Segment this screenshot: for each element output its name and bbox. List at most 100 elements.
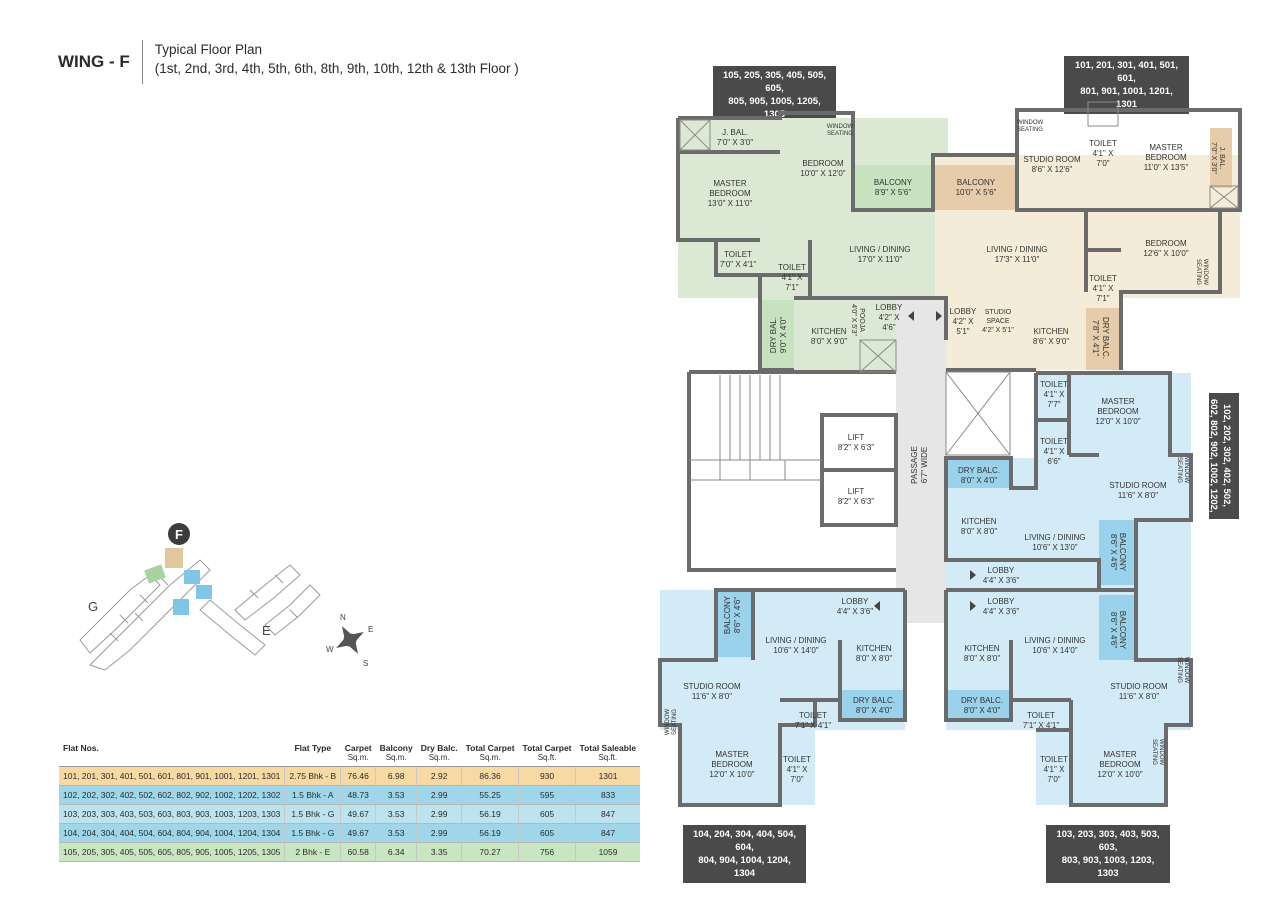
svg-text:7'1": 7'1" (1096, 294, 1109, 303)
svg-text:KITCHEN: KITCHEN (856, 644, 891, 653)
window-seating-label: SEATING (672, 709, 678, 735)
table-cell: 2.99 (416, 804, 462, 824)
svg-text:BALCONY: BALCONY (1118, 533, 1127, 572)
table-header-unit: Sq.m. (428, 753, 450, 762)
table-cell: 833 (575, 785, 641, 805)
svg-text:BALCONY: BALCONY (1118, 611, 1127, 650)
window-seating-label: SEATING (1017, 127, 1043, 133)
room-size: 4'4" X 3'6" (983, 576, 1019, 585)
key-plan-unit-blue-3 (173, 599, 189, 615)
svg-text:TOILET: TOILET (1089, 139, 1117, 148)
svg-text:SEATING: SEATING (672, 709, 678, 735)
svg-text:SEATING: SEATING (1151, 739, 1157, 765)
svg-text:7'0" X 4'1": 7'0" X 4'1" (720, 260, 756, 269)
window-seating-label: SEATING (1176, 457, 1182, 483)
svg-text:12'0" X 10'0": 12'0" X 10'0" (1097, 770, 1142, 779)
svg-text:J. BAL.: J. BAL. (722, 128, 748, 137)
svg-text:WINDOW: WINDOW (1158, 739, 1164, 766)
room-name: DRY BALC. (958, 466, 1000, 475)
room-size: 4'0" X 5'3" (850, 304, 857, 336)
svg-text:LIVING / DINING: LIVING / DINING (766, 636, 827, 645)
table-header-label: Balcony (379, 743, 413, 753)
room-name: J. BAL. (722, 128, 748, 137)
room-size: 8'6" X 12'6" (1032, 165, 1073, 174)
room-size: 7'0" X 4'1" (720, 260, 756, 269)
room-name: LOBBY (988, 566, 1015, 575)
room-name: TOILET (799, 711, 827, 720)
svg-text:10'0" X 12'0": 10'0" X 12'0" (800, 169, 845, 178)
window-seating-label: WINDOW (665, 709, 671, 736)
svg-text:4'1" X: 4'1" X (1093, 149, 1114, 158)
key-plan-wing-g (79, 559, 211, 671)
svg-text:KITCHEN: KITCHEN (811, 327, 846, 336)
svg-text:PASSAGE: PASSAGE (910, 446, 919, 484)
table-header-unit: Sq.m. (347, 753, 369, 762)
table-cell: 3.35 (416, 842, 462, 862)
table-cell: 1059 (575, 842, 641, 862)
svg-text:BEDROOM: BEDROOM (1145, 153, 1187, 162)
svg-text:WINDOW: WINDOW (1017, 120, 1044, 126)
svg-text:4'1" X: 4'1" X (782, 273, 803, 282)
compass-icon: N E S W (326, 613, 373, 668)
room-name: BALCONY (874, 178, 913, 187)
table-cell: 2.99 (416, 823, 462, 843)
table-cell: 3.53 (375, 823, 417, 843)
table-cell: 6.98 (375, 766, 417, 786)
room-size: 12'0" X 10'0" (1095, 417, 1140, 426)
unit-tag-bottom-left: 104, 204, 304, 404, 504, 604, 804, 904, … (683, 825, 806, 883)
svg-text:12'6" X 10'0": 12'6" X 10'0" (1143, 249, 1188, 258)
room-size: 8'0" X 9'0" (811, 337, 847, 346)
svg-text:10'6" X 14'0": 10'6" X 14'0" (773, 646, 818, 655)
key-plan-label-e: E (262, 623, 271, 638)
room-name: DRY BALC. (961, 696, 1003, 705)
svg-text:TOILET: TOILET (1089, 274, 1117, 283)
room-size: 10'0" X 12'0" (800, 169, 845, 178)
svg-text:7'0": 7'0" (1096, 159, 1109, 168)
room-size: 7'1" X 4'1" (795, 721, 831, 730)
room-size: 9'0" X 4'0" (779, 317, 788, 353)
svg-text:WINDOW: WINDOW (665, 709, 671, 736)
room-size: 12'0" X 10'0" (1097, 770, 1142, 779)
svg-text:8'6" X 4'6": 8'6" X 4'6" (1109, 612, 1118, 648)
room-name: LIVING / DINING (766, 636, 827, 645)
table-cell: 756 (518, 842, 576, 862)
room-name: BALCONY (957, 178, 996, 187)
svg-text:8'0" X 4'0": 8'0" X 4'0" (964, 706, 1000, 715)
svg-text:WINDOW: WINDOW (1183, 457, 1189, 484)
table-row: 102, 202, 302, 402, 502, 602, 802, 902, … (59, 785, 641, 805)
table-cell: 595 (518, 785, 576, 805)
key-plan-unit-blue-1 (184, 570, 200, 584)
svg-text:TOILET: TOILET (799, 711, 827, 720)
table-header: Flat Nos. (59, 739, 285, 767)
svg-text:11'6" X 8'0": 11'6" X 8'0" (1118, 491, 1158, 500)
svg-text:LIVING / DINING: LIVING / DINING (987, 245, 1048, 254)
svg-text:4'4" X 3'6": 4'4" X 3'6" (837, 607, 873, 616)
room-size: 4'6" (882, 323, 895, 332)
room-name: STUDIO ROOM (683, 682, 741, 691)
table-header-label: Total Carpet (465, 743, 515, 753)
room-size: 4'2" X (879, 313, 900, 322)
svg-text:DRY BALC.: DRY BALC. (1101, 317, 1110, 359)
page-header: WING - F Typical Floor Plan (1st, 2nd, 3… (58, 40, 519, 84)
table-cell: 3.53 (375, 785, 417, 805)
table-cell: 48.73 (340, 785, 376, 805)
unit-tag-right: 102, 202, 302, 402, 502, 602, 802, 902, … (1195, 393, 1239, 519)
room-size: 7'0" X 3'0" (1210, 142, 1217, 174)
room-size: 4'2" X (953, 317, 974, 326)
room-size: 11'6" X 8'0" (1118, 491, 1158, 500)
svg-text:4'2" X 5'1": 4'2" X 5'1" (982, 327, 1014, 334)
svg-text:7'0": 7'0" (1047, 775, 1060, 784)
svg-text:5'1": 5'1" (956, 327, 969, 336)
table-cell: 101, 201, 301, 401, 501, 601, 801, 901, … (59, 766, 285, 786)
table-cell: 60.58 (340, 842, 376, 862)
svg-text:8'9" X 5'6": 8'9" X 5'6" (875, 188, 911, 197)
room-name: LOBBY (842, 597, 869, 606)
svg-text:LIFT: LIFT (848, 433, 865, 442)
room-name: LIFT (848, 487, 865, 496)
room-size: 8'0" X 8'0" (961, 527, 997, 536)
room-size: 12'0" X 10'0" (709, 770, 754, 779)
svg-text:SEATING: SEATING (1195, 259, 1201, 285)
svg-text:TOILET: TOILET (1040, 437, 1068, 446)
